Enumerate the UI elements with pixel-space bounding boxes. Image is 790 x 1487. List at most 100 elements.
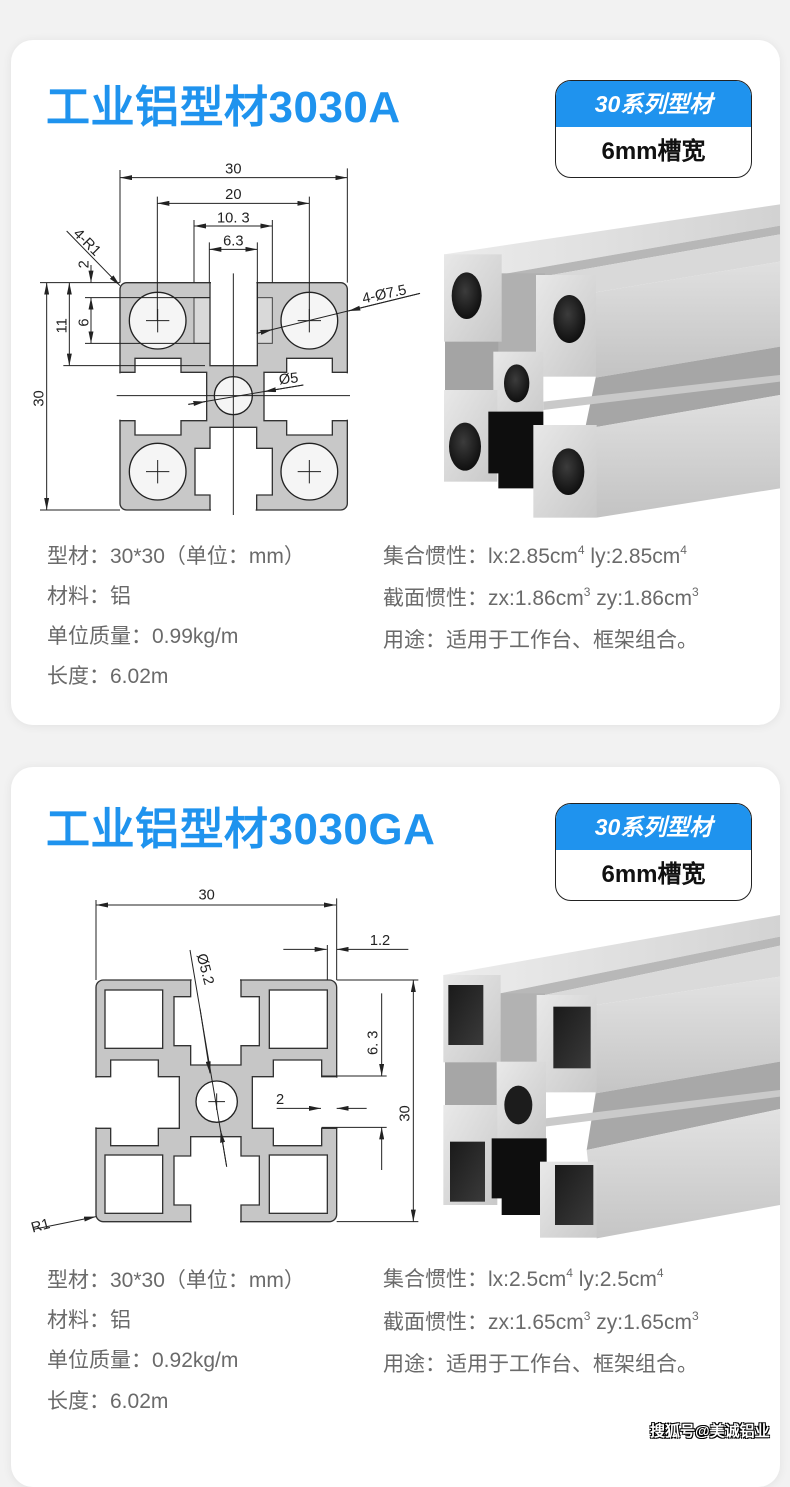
- center-hole-arrow: [188, 401, 206, 406]
- square-hole: [268, 1154, 328, 1214]
- watermark: 搜狐号@美诚铝业: [650, 1423, 770, 1440]
- spec-material: 材料：铝: [47, 1309, 131, 1332]
- top-face-right: [536, 945, 780, 1005]
- series-label: 30系列型材: [556, 804, 751, 850]
- square-hole: [104, 1154, 164, 1214]
- dim-label-1-2: 1.2: [370, 933, 390, 949]
- dim-label-hole-dia: 4-Ø7.5: [361, 282, 408, 307]
- spec-profile: 型材：30*30（单位：mm）: [47, 545, 305, 568]
- spec-usage: 用途：适用于工作台、框架组合。: [383, 1353, 698, 1376]
- dim-label-width: 30: [199, 887, 215, 903]
- front-face: [443, 975, 597, 1238]
- side-face-upper: [595, 261, 780, 378]
- hole: [449, 422, 481, 471]
- spec-label: 截面惯性：: [383, 587, 488, 610]
- product-photo-square-holes: [443, 915, 780, 1239]
- center-hole-arrow: [263, 384, 304, 393]
- dim-label-height: 30: [397, 1105, 413, 1121]
- square-hole: [553, 1006, 591, 1069]
- dim-label-6-3: 6. 3: [365, 1031, 381, 1055]
- right-slot: [263, 357, 348, 436]
- spec-value-y: zy:1.86cm: [596, 587, 692, 610]
- exponent: 3: [583, 1309, 591, 1323]
- extension-lines-vertical: [95, 898, 338, 980]
- cross-section-drawing: 30 1.2 Ø5.2 6. 3 30 2 R1: [30, 887, 419, 1237]
- series-badge: 30系列型材 6mm槽宽: [555, 80, 752, 178]
- extension-lines-horizontal: [40, 282, 210, 511]
- channel-highlight: [543, 375, 780, 410]
- spec-value-x: zx:1.86cm: [488, 587, 584, 610]
- side-face-lower: [586, 1109, 780, 1239]
- spec-section-modulus: 截面惯性：zx:1.65cm3 zy:1.65cm3: [383, 1303, 699, 1343]
- side-face-lower: [585, 395, 780, 518]
- side-face-upper: [595, 976, 780, 1094]
- hole: [451, 272, 482, 319]
- center-hole-leader: [189, 949, 228, 1167]
- exponent: 3: [691, 1309, 699, 1323]
- exponent: 3: [691, 585, 699, 599]
- square-hole: [450, 1141, 485, 1202]
- bottom-slot-dark: [488, 411, 544, 489]
- dim-label-corner-radius: 4-R1: [70, 226, 104, 260]
- hole: [553, 295, 586, 343]
- square-hole: [555, 1165, 594, 1225]
- center-hole-arrow: [220, 1130, 228, 1167]
- spec-section-modulus: 截面惯性：zx:1.86cm3 zy:1.86cm3: [383, 579, 699, 619]
- spec-value-y: zy:1.65cm: [596, 1311, 692, 1334]
- dimension-lines: [40, 168, 421, 515]
- top-channel: [500, 936, 780, 998]
- channel-highlight: [545, 1090, 780, 1127]
- left-slot: [95, 1059, 180, 1147]
- exponent: 4: [566, 1266, 573, 1280]
- dim-label-11: 11: [55, 318, 71, 333]
- hole-leader-arrow: [256, 329, 273, 335]
- front-face: [444, 254, 597, 518]
- spec-value-y: ly:2.5cm: [578, 1268, 657, 1291]
- spec-usage: 用途：适用于工作台、框架组合。: [383, 629, 698, 652]
- product-photo-round-holes: [444, 204, 780, 518]
- dim-label-10-3: 10. 3: [217, 210, 250, 226]
- slot-width-label: 6mm槽宽: [601, 138, 706, 165]
- extension-lines-horizontal: [321, 979, 419, 1223]
- center-hole-arrow: [199, 1008, 211, 1074]
- center-hole: [504, 1085, 533, 1125]
- bottom-slot-dark: [491, 1138, 547, 1215]
- dim-label-width: 30: [225, 161, 241, 177]
- spec-value-y: ly:2.85cm: [590, 545, 681, 568]
- spec-unit-mass: 单位质量：0.92kg/m: [47, 1349, 239, 1372]
- left-slot: [119, 357, 208, 436]
- exponent: 4: [680, 543, 687, 557]
- extrusion-faces: [443, 915, 780, 1239]
- dim-label-20: 20: [225, 187, 241, 203]
- extrusion-faces: [444, 204, 780, 518]
- spec-value-x: lx:2.85cm: [488, 545, 578, 568]
- hole-leader-arrow: [348, 292, 421, 312]
- spec-material: 材料：铝: [47, 585, 131, 608]
- product-title: 工业铝型材3030A: [46, 83, 401, 132]
- spec-value-x: zx:1.65cm: [488, 1311, 584, 1334]
- spec-label: 集合惯性：: [383, 1268, 488, 1291]
- top-channel: [501, 225, 780, 279]
- slot-width-label: 6mm槽宽: [601, 861, 706, 888]
- spec-profile: 型材：30*30（单位：mm）: [47, 1269, 305, 1292]
- spec-label: 截面惯性：: [383, 1311, 488, 1334]
- dim-label-height: 30: [31, 390, 47, 406]
- dim-label-2: 2: [276, 1092, 284, 1108]
- square-hole: [448, 985, 484, 1045]
- dimension-labels: 30 1.2 Ø5.2 6. 3 30 2 R1: [30, 887, 414, 1236]
- cross-section-drawing: 30 20 10. 3 6.3 4-R1 2 6 11 30 4-Ø7.5 Ø5: [31, 161, 421, 515]
- spec-length: 长度：6.02m: [47, 665, 169, 688]
- bottom-slot: [173, 1136, 260, 1223]
- top-face: [443, 915, 780, 994]
- square-hole: [104, 989, 164, 1049]
- spec-unit-mass: 单位质量：0.99kg/m: [47, 625, 239, 648]
- top-face: [444, 204, 780, 275]
- product-title: 工业铝型材3030GA: [46, 805, 436, 854]
- dimension-lines: [33, 898, 419, 1230]
- spec-moment-of-inertia: 集合惯性：lx:2.85cm4 ly:2.85cm4: [383, 537, 687, 577]
- radius-leader: [33, 1216, 97, 1230]
- profile-body: [94, 978, 338, 1223]
- series-label: 30系列型材: [556, 81, 751, 127]
- spec-moment-of-inertia: 集合惯性：lx:2.5cm4 ly:2.5cm4: [383, 1260, 664, 1300]
- top-face-right: [536, 234, 780, 293]
